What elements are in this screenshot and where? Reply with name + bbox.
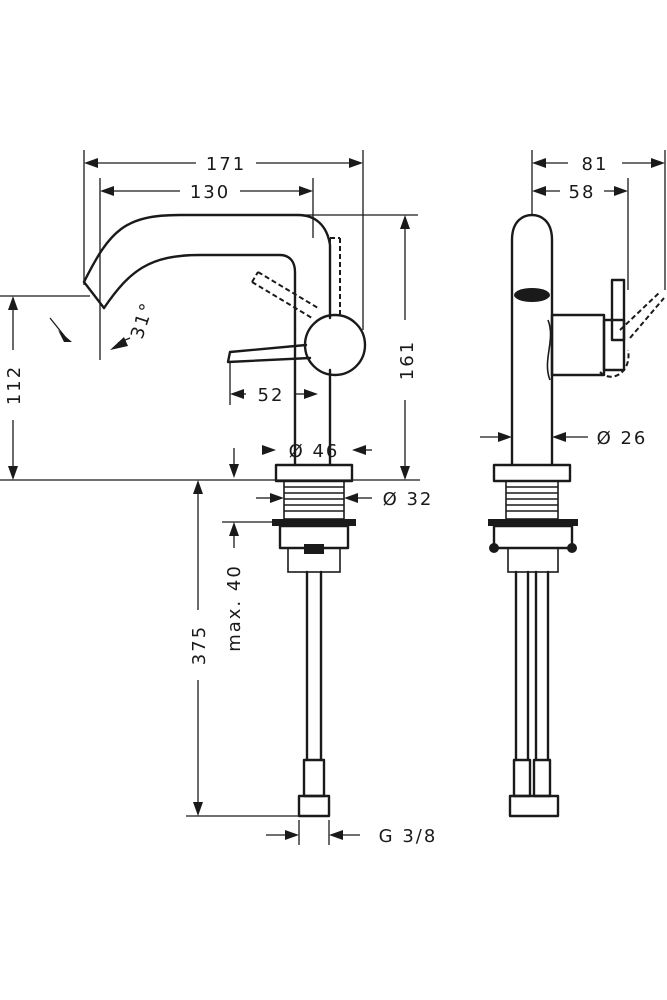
dim-161: 161 [397, 340, 418, 380]
base-plate [274, 463, 354, 483]
dim-diameter-46: Ø 46 [289, 441, 340, 462]
dim-31-degree: 31° [127, 299, 159, 342]
side-body [510, 213, 554, 467]
shank-lower [287, 547, 341, 573]
hose-fitting [297, 794, 331, 818]
dim-112: 112 [4, 365, 25, 405]
side-nut-left [489, 543, 499, 553]
lever-alt-vertical [329, 237, 341, 318]
dim-diameter-32: Ø 32 [383, 489, 434, 510]
dim-58: 58 [569, 182, 596, 203]
dimension-labels: 171 130 81 58 161 112 31° 52 Ø 46 Ø 26 Ø… [4, 154, 648, 847]
spout-inner [102, 253, 297, 332]
dim-375: 375 [189, 625, 210, 665]
dim-g-3-8: G 3/8 [379, 826, 438, 847]
side-ferrule-a [512, 758, 532, 798]
side-view [488, 213, 665, 818]
dim-52: 52 [258, 385, 285, 406]
handle-lever [226, 343, 312, 364]
side-fittings [508, 794, 560, 818]
dim-81: 81 [582, 154, 609, 175]
side-cartridge [550, 313, 606, 377]
side-shank-lower [507, 547, 559, 573]
side-lever-alt [599, 291, 665, 378]
side-nut-right [567, 543, 577, 553]
side-fixing-nut [492, 524, 574, 550]
side-thread-lines [506, 486, 558, 512]
dim-max-40: max. 40 [224, 564, 245, 652]
spout-outlet [82, 280, 106, 310]
side-lever [610, 278, 626, 342]
side-break-line [546, 319, 552, 381]
side-aerator [514, 288, 550, 302]
side-fixing-plate [488, 519, 578, 526]
side-cartridge-cap [602, 318, 626, 372]
fixing-pin [304, 544, 324, 554]
dim-diameter-26: Ø 26 [597, 428, 648, 449]
side-ferrule-b [532, 758, 552, 798]
hose-ferrule [302, 758, 326, 798]
lever-alt-angled [251, 271, 319, 319]
dimension-lines [0, 150, 666, 845]
front-view [82, 213, 367, 818]
thread-lines [284, 486, 344, 512]
dim-130: 130 [190, 182, 230, 203]
side-base-plate [492, 463, 572, 483]
fixing-plate [272, 519, 356, 526]
spout-outline [82, 213, 332, 320]
handle-hub [303, 313, 367, 377]
dim-171: 171 [206, 154, 246, 175]
